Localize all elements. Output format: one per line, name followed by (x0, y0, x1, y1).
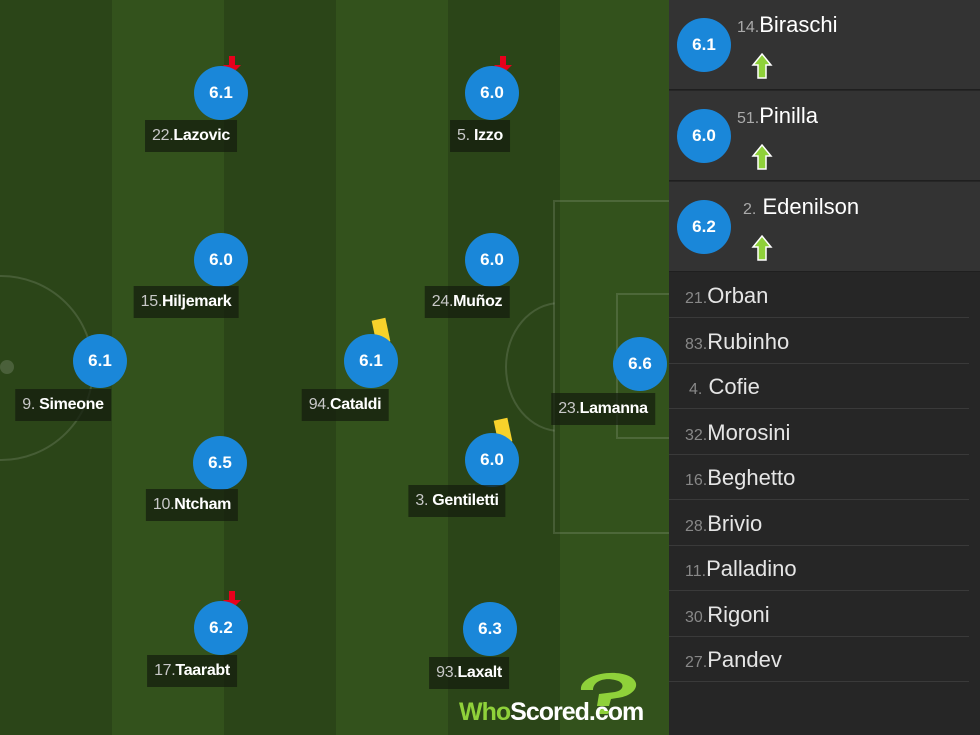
question-mark-logo-icon (580, 672, 637, 714)
logo-scored-text: Scored (510, 698, 590, 726)
player-name-label: 15.Hiljemark (133, 286, 239, 318)
bench-player-row[interactable]: 16.Beghetto (669, 455, 969, 500)
sub-on-row[interactable]: 6.0 51.Pinilla (669, 91, 980, 181)
player-name-label: 5. Izzo (450, 120, 510, 152)
bench-player-name: 28.Brivio (685, 511, 763, 536)
bench-player-name: 27.Pandev (685, 647, 782, 672)
player-rating: 6.0 (194, 233, 248, 287)
pitch: 6.1 22.Lazovic 6.0 5. Izzo 6.0 15.Hiljem… (0, 0, 669, 735)
player-rating: 6.0 (465, 433, 519, 487)
sub-player-name: 51.Pinilla (737, 103, 818, 128)
player-rating: 6.6 (613, 337, 667, 391)
bench-player-row[interactable]: 11.Palladino (669, 546, 969, 591)
player-rating: 6.2 (677, 200, 731, 254)
player-rating: 6.0 (677, 109, 731, 163)
substituted-on-icon (751, 143, 773, 170)
substituted-on-icon (751, 234, 773, 261)
player-rating: 6.1 (73, 334, 127, 388)
player-rating: 6.1 (344, 334, 398, 388)
player-name-label: 22.Lazovic (145, 120, 237, 152)
sub-player-name: 2. Edenilson (743, 194, 860, 219)
player-rating: 6.1 (677, 18, 731, 72)
sub-on-row[interactable]: 6.2 2. Edenilson (669, 182, 980, 272)
player-name-label: 9. Simeone (15, 389, 111, 421)
substituted-on-icon (751, 52, 773, 79)
bench-player-name: 30.Rigoni (685, 602, 770, 627)
player-name-label: 94.Cataldi (301, 389, 389, 421)
bench-player-row[interactable]: 21.Orban (669, 273, 969, 318)
player-name-label: 23.Lamanna (551, 393, 655, 425)
player-rating: 6.5 (193, 436, 247, 490)
player-rating: 6.3 (463, 602, 517, 656)
player-rating: 6.0 (465, 233, 519, 287)
sub-on-row[interactable]: 6.1 14.Biraschi (669, 0, 980, 90)
logo-com-text: .com (588, 698, 644, 726)
player-name-label: 3. Gentiletti (408, 485, 506, 517)
player-name-label: 24.Muñoz (424, 286, 510, 318)
bench-player-name: 16.Beghetto (685, 465, 796, 490)
whoscored-logo: WhoScored.com (459, 668, 659, 728)
player-rating: 6.0 (465, 66, 519, 120)
bench-player-row[interactable]: 83.Rubinho (669, 319, 969, 364)
bench-player-name: 21.Orban (685, 283, 769, 308)
player-name-label: 17.Taarabt (147, 655, 237, 687)
substitutes-panel: 6.1 14.Biraschi 6.0 51.Pinilla 6.2 2. Ed… (669, 0, 980, 735)
bench-player-name: 4. Cofie (689, 374, 760, 399)
player-name-label: 93.Laxalt (429, 657, 509, 689)
bench-player-row[interactable]: 28.Brivio (669, 501, 969, 546)
player-rating: 6.2 (194, 601, 248, 655)
bench-player-row[interactable]: 30.Rigoni (669, 592, 969, 637)
bench-player-row[interactable]: 4. Cofie (669, 364, 969, 409)
bench-player-name: 83.Rubinho (685, 329, 790, 354)
logo-who-text: Who (459, 698, 511, 726)
player-name-label: 10.Ntcham (145, 489, 239, 521)
bench-player-row[interactable]: 32.Morosini (669, 410, 969, 455)
bench-player-row[interactable]: 27.Pandev (669, 637, 969, 682)
player-rating: 6.1 (194, 66, 248, 120)
sub-player-name: 14.Biraschi (737, 12, 838, 37)
bench-player-name: 11.Palladino (685, 556, 797, 581)
center-spot (0, 360, 14, 374)
bench-player-name: 32.Morosini (685, 420, 791, 445)
